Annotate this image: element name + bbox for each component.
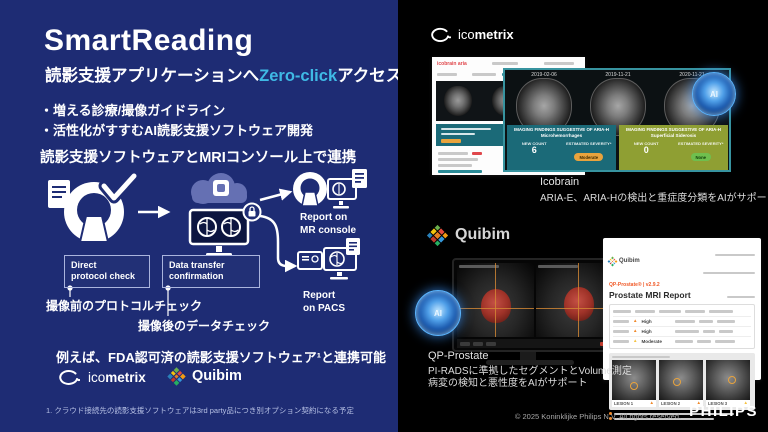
mr-console-icon xyxy=(293,169,367,209)
warning-icon: ▲ xyxy=(633,338,638,344)
text-placeholder-bar xyxy=(438,152,468,155)
ai-chip-icon: AI xyxy=(415,290,461,336)
lesion-thumb: LESION 2▲ xyxy=(659,360,703,407)
scan-date: 2019-02-06 xyxy=(531,72,557,78)
icobrain-caption-line: ARIA-E、ARIA-Hの検出と重症度分類をAIがサポート xyxy=(540,193,768,204)
warning-icon: ▲ xyxy=(633,328,638,334)
examples-line: 例えば、FDA認可済の読影支援ソフトウェア¹と連携可能 xyxy=(56,350,387,365)
qp-report-title: Prostate MRI Report xyxy=(609,290,691,300)
quibim-diamond-icon xyxy=(607,256,618,266)
data-transfer-icon xyxy=(188,173,262,256)
icobrain-report-brand: icobrain aria xyxy=(437,61,467,67)
scan-date: 2020-11-21 xyxy=(679,72,705,78)
table-row: ▲ High xyxy=(613,326,751,336)
icometrix-header-logo: icometrix xyxy=(428,26,514,43)
monitor-stand xyxy=(520,352,536,360)
prostate-mri-view xyxy=(536,263,613,337)
note-protocol-check: 撮像前のプロトコルチェック xyxy=(46,299,203,313)
report-footnote xyxy=(609,417,755,420)
arrow-to-pacs xyxy=(259,214,298,273)
monitor-base xyxy=(486,360,574,365)
philips-logo: PHILIPS xyxy=(689,403,758,420)
protocol-check-icon xyxy=(48,170,140,243)
warning-icon: ▲ xyxy=(633,318,638,324)
label-report-pacs: Report on PACS xyxy=(303,290,346,314)
bullet-list: ・増える診療/撮像ガイドライン ・活性化がすすむAI読影支援ソフトウェア開発 xyxy=(40,101,313,141)
table-row: ▲ Moderate xyxy=(613,336,751,346)
text-placeholder-bar xyxy=(438,170,482,173)
pacs-icon xyxy=(297,238,360,280)
text-placeholder-bar xyxy=(472,152,482,155)
bullet-item: ・増える診療/撮像ガイドライン xyxy=(40,103,226,118)
monitor-brains-icon xyxy=(188,208,250,256)
quibim-monitor-screen xyxy=(452,258,618,352)
step-box-line: Data transfer xyxy=(169,260,225,270)
icobrain-caption-title: Icobrain xyxy=(540,176,580,188)
note-data-check: 撮像後のデータチェック xyxy=(138,319,271,333)
severity-badge: None xyxy=(690,153,711,162)
qp-product-version: QP-Prostate® | v2.9.2 xyxy=(609,282,660,288)
bullet-item: ・活性化がすすむAI読影支援ソフトウェア開発 xyxy=(40,123,314,138)
step-box-line: confirmation xyxy=(169,271,224,282)
left-panel: SmartReading 読影支援アプリケーションへZero-clickアクセス… xyxy=(0,0,402,432)
subtitle-accent: Zero-click xyxy=(259,67,338,85)
quibim-diamond-icon xyxy=(167,366,186,386)
prostate-mri-thumb xyxy=(659,360,703,400)
step-box-line: Direct xyxy=(71,260,97,270)
ai-chip-icon: AI xyxy=(692,72,736,116)
right-panel: icometrix icobrain aria xyxy=(398,0,768,432)
viewer-toolbar xyxy=(457,339,613,348)
icometrix-swoosh-icon xyxy=(59,369,80,385)
text-placeholder-bar xyxy=(544,62,574,65)
qp-caption-title: QP-Prostate xyxy=(428,350,489,362)
footnote: 1. クラウド接続先の読影支援ソフトウェアは3rd party品につき別オプショ… xyxy=(46,406,354,415)
arrow-to-mr-console xyxy=(259,188,293,202)
text-placeholder-bar xyxy=(438,158,478,161)
qp-caption-line: PI-RADSに準拠したセグメントとVolume測定 xyxy=(428,366,632,377)
qp-caption-line: 病変の検知と悪性度をAIがサポート xyxy=(428,378,588,389)
table-row: ▲ High xyxy=(613,316,751,326)
step-box-data-transfer: Data transfer confirmation xyxy=(162,255,260,288)
icometrix-logo: icometrix xyxy=(56,368,146,386)
report-footnote xyxy=(609,412,755,415)
scan-date: 2019-11-21 xyxy=(605,72,631,78)
lesion-thumb: LESION 3▲ xyxy=(706,360,750,407)
aria-panel-superficial-siderosis: IMAGING FINDINGS SUGGESTIVE OF ARIA-H Su… xyxy=(619,125,728,170)
cloud-icon xyxy=(191,173,247,204)
page-title: SmartReading xyxy=(44,24,254,57)
subtitle-pre: 読影支援アプリケーションへ xyxy=(45,67,260,85)
section-heading: 読影支援ソフトウェアとMRIコンソール上で連携 xyxy=(40,150,357,166)
table-header-row xyxy=(613,307,751,316)
icometrix-swoosh-icon xyxy=(431,27,451,42)
icobrain-overlay-panel: 2019-02-06 2019-11-21 2020-11-21 IMAGING… xyxy=(503,68,731,172)
lesion-thumbnails-section: LESION 1▲ LESION 2▲ LESION 3▲ xyxy=(609,353,755,410)
brain-mri-image xyxy=(444,86,472,116)
text-placeholder-bar xyxy=(492,62,518,65)
step-box-line: protocol check xyxy=(71,271,136,282)
text-placeholder-bar xyxy=(438,164,472,167)
lock-icon xyxy=(242,202,262,222)
workflow-diagram xyxy=(48,169,367,316)
prostate-mri-thumb xyxy=(612,360,656,400)
lesion-thumb: LESION 1▲ xyxy=(612,360,656,407)
quibim-diamond-icon xyxy=(426,224,449,246)
subtitle: 読影支援アプリケーションへZero-clickアクセス xyxy=(45,62,402,86)
lesion-table: ▲ High ▲ High ▲ Moderate xyxy=(609,304,755,349)
prostate-mri-view xyxy=(457,263,534,337)
quibim-logo-left: Quibim xyxy=(167,366,242,386)
step-box-direct-protocol-check: Direct protocol check xyxy=(64,255,150,288)
text-placeholder-bar xyxy=(437,73,457,76)
text-placeholder-bar xyxy=(472,73,496,76)
severity-badge: Moderate xyxy=(574,153,604,162)
subtitle-post: アクセス xyxy=(337,67,403,85)
qp-prostate-report: Quibim QP-Prostate® | v2.9.2 Prostate MR… xyxy=(603,238,761,420)
prostate-mri-thumb xyxy=(706,360,750,400)
label-report-mr-console: Report on MR console xyxy=(300,212,357,236)
copyright-text: © 2025 Koninklijke Philips N.V. All righ… xyxy=(514,412,682,421)
checkmark-icon xyxy=(101,173,137,201)
quibim-header-logo: Quibim xyxy=(426,224,510,246)
aria-panel-microhemorrhages: IMAGING FINDINGS SUGGESTIVE OF ARIA-H Mi… xyxy=(507,125,616,170)
report-colorbar xyxy=(436,124,507,146)
